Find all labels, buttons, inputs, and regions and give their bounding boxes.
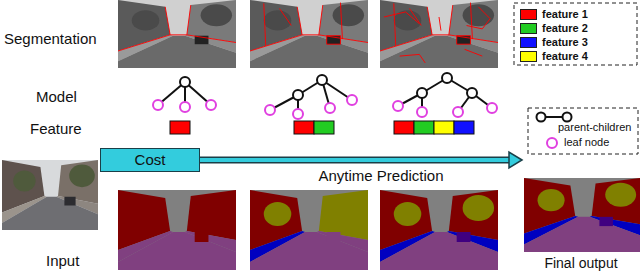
tree-model [393,73,497,117]
feature-bar [394,121,474,134]
legend-text: feature 1 [542,8,588,21]
legend-text: feature 2 [542,22,588,35]
label-map [250,190,368,270]
row-label: Segmentation [4,30,97,47]
arrow-outline [200,157,510,164]
legend-text: feature 3 [542,36,588,49]
input-photo [2,160,98,230]
row-label: Input [46,252,79,269]
parent-children-sample [537,113,572,122]
final-label-map [524,178,640,252]
segmentation-image [118,0,236,68]
row-label-text: Segmentation [4,30,97,47]
legend-entry: parent-children [558,121,631,134]
legend-swatch [520,37,537,48]
arrow-shaft [199,158,511,162]
legend-text: parent-children [558,121,631,134]
legend-entry: feature 1 [542,8,588,21]
cost-box-text: Cost [135,151,166,168]
row-label-text: Model [36,88,77,105]
final-output-text: Final output [544,255,617,271]
segmentation-image [250,0,368,68]
row-label-text: Feature [30,120,82,137]
arrow-head [509,152,522,168]
tree-model [265,75,357,119]
legend-text: leaf node [564,136,609,149]
label-map [380,190,498,270]
cost-box: Cost [100,148,200,172]
legend-frame [514,3,637,65]
legend-swatch [520,23,537,34]
row-label: Model [36,88,77,105]
anytime-arrow [199,152,522,168]
legend-frame [528,108,638,154]
legend-swatch [520,9,537,20]
edge-label: Anytime Prediction [316,167,445,184]
row-label: Feature [30,120,82,137]
feature-bar [170,121,190,134]
feature-bar [294,121,334,134]
final-output: Final output [522,155,640,273]
legend-text: feature 4 [542,50,588,63]
legend-entry: feature 2 [542,22,588,35]
legend-entry: feature 3 [542,36,588,49]
legend-entry: feature 4 [542,50,588,63]
leaf-node-sample [547,138,557,148]
legend-swatch [520,51,537,62]
legend-entry: leaf node [564,136,609,149]
tree-model [153,77,216,112]
edge-label-text: Anytime Prediction [318,167,443,184]
row-label-text: Input [46,252,79,269]
label-map [118,190,236,270]
segmentation-image [380,0,498,68]
